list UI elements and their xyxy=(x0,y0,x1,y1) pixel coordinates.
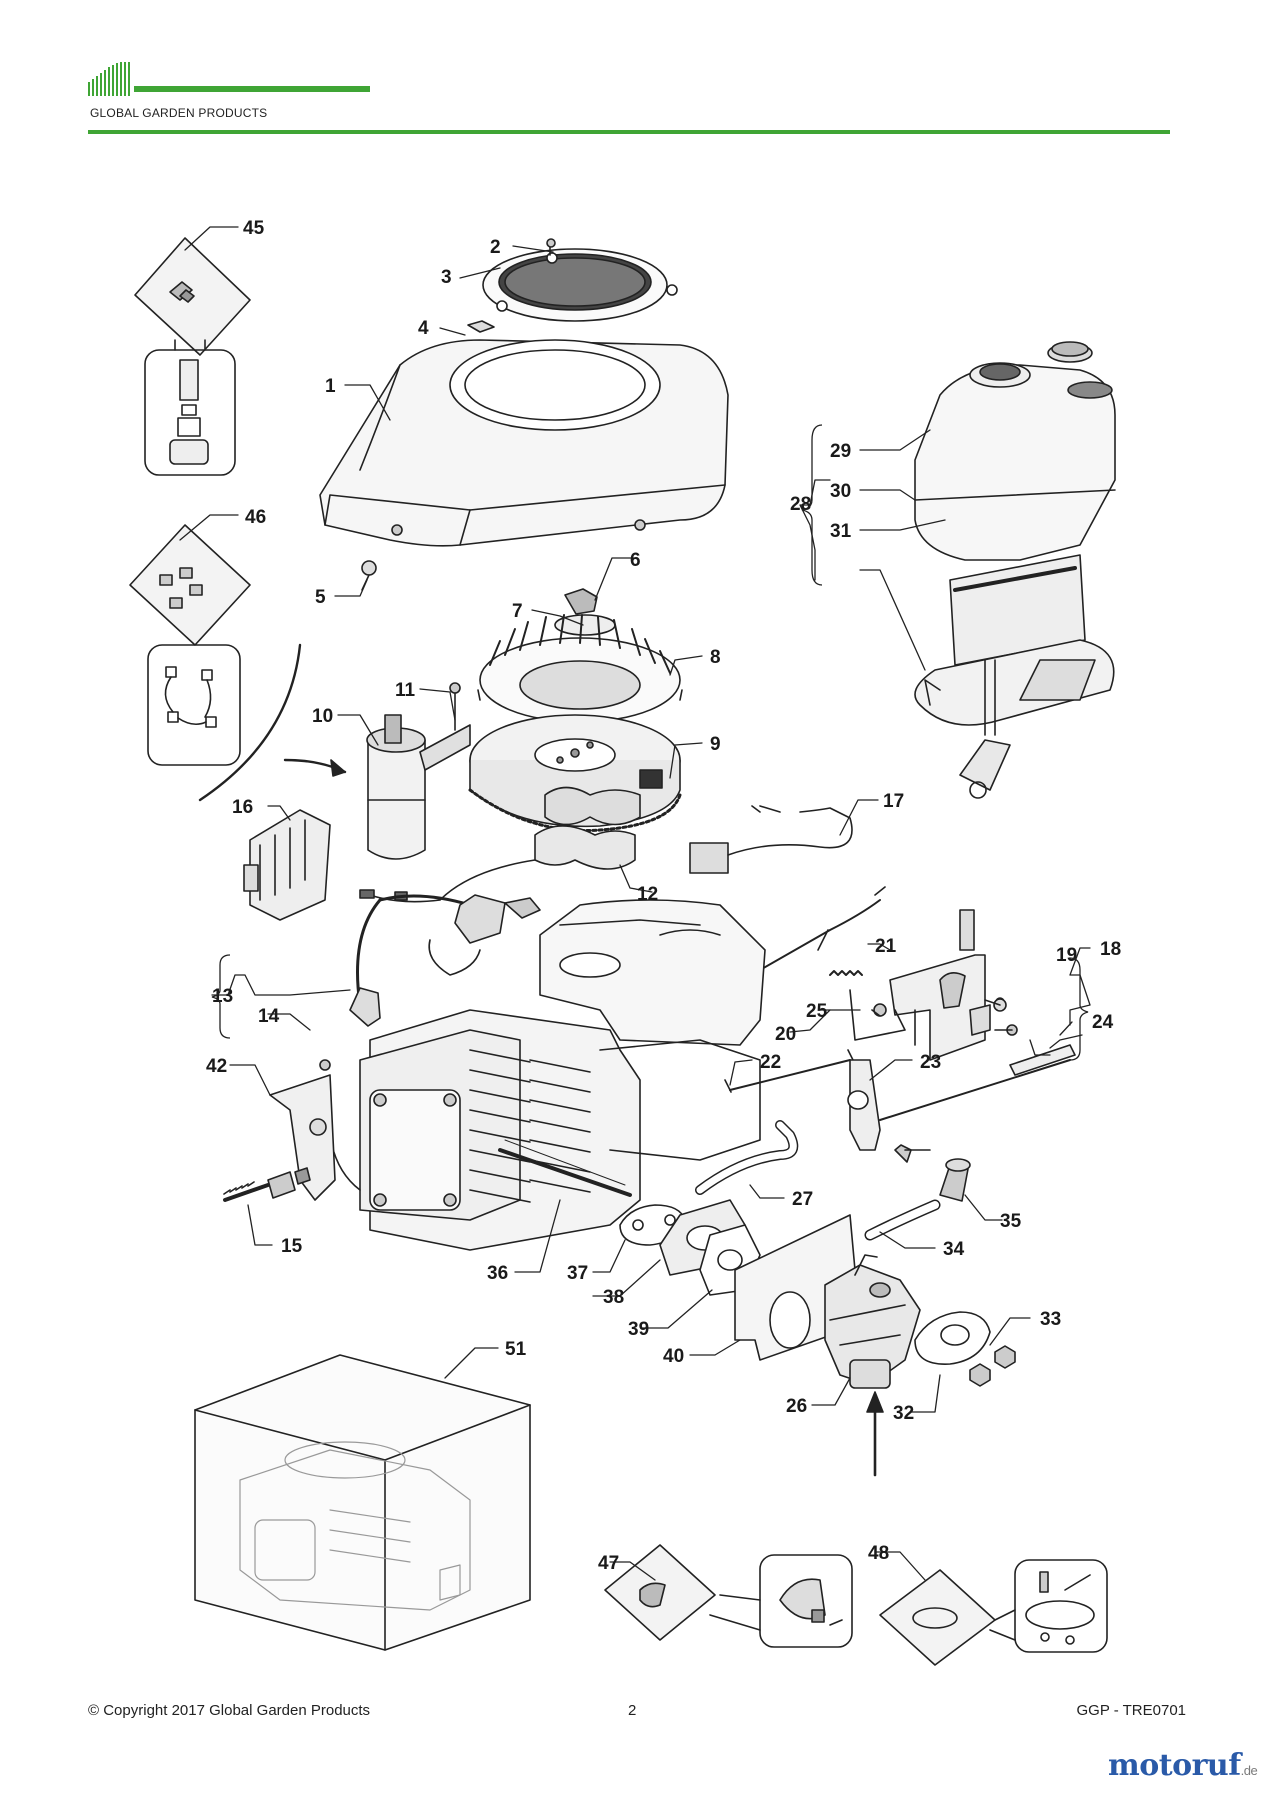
page-number: 2 xyxy=(628,1702,637,1719)
callout-32: 32 xyxy=(893,1403,914,1424)
part-47-kit-bag xyxy=(604,1544,853,1648)
callout-39: 39 xyxy=(628,1319,649,1340)
callout-26: 26 xyxy=(786,1396,807,1417)
callout-40: 40 xyxy=(663,1346,684,1367)
watermark-name: motoruf xyxy=(1108,1748,1241,1783)
part-45-kit-bag xyxy=(134,237,251,476)
ggp-logo-icon xyxy=(88,62,130,96)
callout-1: 1 xyxy=(325,376,336,397)
part-23-lever xyxy=(847,1059,931,1163)
callout-27: 27 xyxy=(792,1189,813,1210)
part-33-nut xyxy=(969,1345,1016,1387)
part-16-rectifier xyxy=(243,809,331,921)
copyright-text: © Copyright 2017 Global Garden Products xyxy=(88,1702,371,1719)
callout-21: 21 xyxy=(875,936,897,957)
part-3-screen xyxy=(467,238,678,333)
callout-45: 45 xyxy=(243,218,265,239)
part-32-gasket xyxy=(914,1311,991,1365)
callout-34: 34 xyxy=(943,1239,965,1260)
callout-46: 46 xyxy=(245,507,266,528)
part-42-bracket xyxy=(269,1059,336,1201)
callout-16: 16 xyxy=(232,797,253,818)
company-name: GLOBAL GARDEN PRODUCTS xyxy=(90,106,268,120)
part-22-choke-rod xyxy=(724,1049,855,1093)
callout-9: 9 xyxy=(710,734,721,755)
callout-11: 11 xyxy=(395,680,416,701)
watermark-logo: motoruf.de xyxy=(1108,1748,1258,1783)
callout-25: 25 xyxy=(806,1001,828,1022)
callout-28: 28 xyxy=(790,494,811,515)
callout-19: 19 xyxy=(1056,945,1077,966)
callout-51: 51 xyxy=(505,1339,527,1360)
callout-29: 29 xyxy=(830,441,851,462)
callout-10: 10 xyxy=(312,706,333,727)
part-13-ignition-wire xyxy=(349,894,541,1027)
callout-7: 7 xyxy=(512,601,523,622)
part-12-ignition-coil xyxy=(359,786,641,903)
callout-37: 37 xyxy=(567,1263,588,1284)
part-48-kit-bag xyxy=(879,1559,1108,1666)
part-15-spark-plug xyxy=(223,1167,311,1202)
callout-20: 20 xyxy=(775,1024,796,1045)
callout-3: 3 xyxy=(441,267,452,288)
callout-23: 23 xyxy=(920,1052,941,1073)
callout-17: 17 xyxy=(883,791,904,812)
callout-36: 36 xyxy=(487,1263,508,1284)
part-27-breather-hose xyxy=(695,1120,799,1195)
part-18-control-bracket xyxy=(849,909,1005,1061)
watermark-tld: .de xyxy=(1240,1763,1258,1778)
part-51-complete-engine xyxy=(194,1354,531,1651)
part-28-air-filter-assembly xyxy=(914,341,1116,799)
part-26-carburetor xyxy=(824,1254,921,1389)
callout-5: 5 xyxy=(315,587,326,608)
callout-33: 33 xyxy=(1040,1309,1061,1330)
part-20-spring xyxy=(829,970,863,976)
part-17-wire-harness xyxy=(689,805,853,874)
part-10-starter-motor xyxy=(366,682,471,860)
part-35-fuel-fitting xyxy=(939,1158,971,1202)
page-header: GLOBAL GARDEN PRODUCTS xyxy=(88,60,1178,140)
callout-13: 13 xyxy=(212,986,233,1007)
callout-8: 8 xyxy=(710,647,721,668)
part-19-screw xyxy=(984,998,1018,1036)
callout-24: 24 xyxy=(1092,1012,1114,1033)
callout-30: 30 xyxy=(830,481,851,502)
callout-35: 35 xyxy=(1000,1211,1022,1232)
callout-42: 42 xyxy=(206,1056,227,1077)
callout-4: 4 xyxy=(418,318,429,339)
callout-12: 12 xyxy=(637,884,658,905)
callout-6: 6 xyxy=(630,550,641,571)
callout-48: 48 xyxy=(868,1543,889,1564)
assembly-arrow xyxy=(866,1391,884,1477)
callout-14: 14 xyxy=(258,1006,280,1027)
engine-block xyxy=(327,899,766,1251)
logo-bar xyxy=(134,86,370,92)
document-code: GGP - TRE0701 xyxy=(1076,1702,1187,1719)
page-footer: © Copyright 2017 Global Garden Products … xyxy=(88,1702,1186,1722)
callout-47: 47 xyxy=(598,1553,619,1574)
part-34-fuel-hose xyxy=(864,1199,941,1241)
part-8-cooling-fan xyxy=(477,588,683,723)
callout-15: 15 xyxy=(281,1236,303,1257)
callout-38: 38 xyxy=(603,1287,624,1308)
callout-31: 31 xyxy=(830,521,852,542)
part-24-throttle-cable xyxy=(879,1044,1076,1121)
header-divider xyxy=(88,130,1170,134)
part-1-blower-housing xyxy=(319,339,729,547)
callout-18: 18 xyxy=(1100,939,1121,960)
part-25-screw xyxy=(871,1003,887,1017)
part-46-kit-bag xyxy=(129,524,347,802)
callout-22: 22 xyxy=(760,1052,781,1073)
callout-2: 2 xyxy=(490,237,501,258)
